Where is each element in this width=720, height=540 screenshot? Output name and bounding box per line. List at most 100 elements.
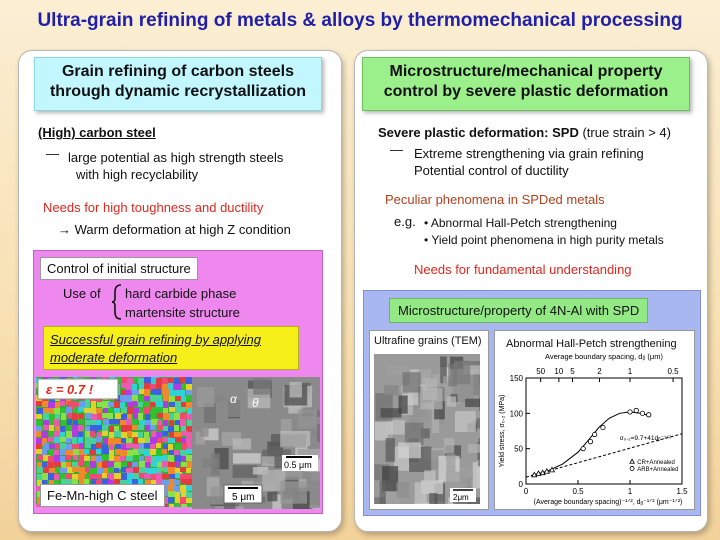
grain-cell	[97, 413, 105, 420]
grain-cell	[150, 402, 155, 410]
grain-cell	[49, 425, 54, 433]
grain-cell	[91, 444, 99, 450]
grain-cell	[103, 468, 108, 474]
grain-cell	[97, 425, 102, 430]
tem-patch	[272, 494, 282, 509]
tem-patch	[465, 398, 480, 408]
tem-patch	[402, 372, 421, 393]
grain-cell	[181, 402, 186, 410]
grain-cell	[187, 420, 194, 427]
tem-patch	[398, 442, 421, 459]
grain-cell	[186, 377, 192, 385]
alpha-label: α	[230, 392, 238, 406]
grain-cell	[139, 456, 144, 462]
sub-label: Microstructure/property of 4N-Al with SP…	[389, 298, 649, 323]
grain-cell	[109, 419, 116, 424]
potential-line2: with high recyclability	[76, 167, 199, 182]
grain-cell	[132, 462, 138, 467]
grain-cell	[55, 402, 60, 410]
grain-cell	[133, 455, 141, 460]
grain-cell	[138, 449, 145, 454]
grain-cell	[175, 396, 182, 403]
y-tick-label: 0	[519, 480, 524, 489]
grain-cell	[186, 479, 194, 485]
grain-cell	[151, 456, 157, 463]
grain-cell	[115, 449, 122, 455]
grain-cell	[156, 450, 164, 456]
grain-cell	[48, 462, 53, 469]
y-tick-label: 100	[510, 409, 524, 418]
grain-cell	[145, 425, 152, 431]
grain-cell	[144, 377, 151, 383]
grain-cell	[36, 426, 42, 431]
tem-patch	[396, 481, 410, 498]
tem-patch	[445, 471, 468, 491]
grain-cell	[174, 432, 181, 437]
grain-cell	[43, 420, 49, 427]
grain-cell	[162, 378, 169, 385]
grain-cell	[79, 443, 84, 451]
grain-cell	[139, 467, 146, 474]
grain-cell	[150, 395, 156, 403]
data-point-arb	[587, 439, 594, 445]
data-point-arb	[580, 446, 586, 452]
tem-patch	[385, 438, 395, 462]
x-tick-label: 1.5	[676, 487, 688, 496]
bullet-1-text: Abnormal Hall-Petch strengthening	[430, 216, 617, 230]
grain-cell	[61, 462, 67, 470]
tem-patch	[420, 387, 443, 410]
grain-cell	[186, 474, 192, 479]
grain-cell	[186, 402, 192, 410]
grain-cell	[85, 401, 90, 408]
grain-cell	[169, 479, 176, 485]
grain-cell	[163, 408, 168, 415]
grain-cell	[60, 437, 67, 442]
grain-cell	[126, 468, 133, 474]
grain-cell	[60, 474, 66, 481]
tem-patch	[267, 491, 278, 502]
grain-cell	[84, 408, 92, 413]
tem-patch	[463, 365, 480, 375]
grain-cell	[168, 467, 176, 474]
tem-patch	[261, 456, 283, 467]
grain-cell	[54, 419, 59, 427]
scale-small-label: 0.5 μm	[284, 460, 312, 470]
grain-cell	[102, 444, 108, 452]
grain-cell	[85, 467, 90, 472]
grain-cell	[151, 480, 157, 487]
grain-cell	[79, 455, 85, 462]
grain-cell	[126, 390, 131, 397]
grain-cell	[138, 413, 143, 420]
grain-cell	[67, 413, 75, 418]
grain-cell	[187, 503, 194, 507]
grain-cell	[169, 390, 175, 397]
grain-cell	[36, 486, 43, 492]
grain-cell	[97, 432, 102, 440]
grain-cell	[132, 479, 138, 486]
tem-patch	[222, 398, 246, 417]
grain-cell	[151, 468, 158, 474]
grain-cell	[139, 473, 147, 478]
grain-cell	[168, 378, 173, 383]
grain-cell	[162, 485, 170, 493]
grain-cell	[132, 401, 137, 406]
grain-cell	[102, 425, 108, 433]
grain-cell	[139, 461, 146, 468]
grain-cell	[36, 444, 41, 449]
grain-cell	[144, 401, 151, 409]
grain-cell	[43, 443, 49, 450]
peculiar-phenomena: Peculiar phenomena in SPDed metals	[385, 192, 605, 207]
grain-cell	[175, 461, 180, 467]
tem-patch	[404, 422, 424, 445]
grain-cell	[150, 384, 156, 391]
tem-patch	[232, 438, 252, 450]
grain-cell	[144, 432, 149, 439]
grain-cell	[78, 432, 83, 438]
tem-patch	[431, 407, 440, 434]
grain-cell	[180, 450, 188, 456]
tem-al-scale: 2μm	[453, 493, 469, 502]
grain-cell	[162, 389, 170, 395]
grain-cell	[180, 419, 186, 427]
grain-cell	[43, 455, 50, 461]
grain-cell	[138, 432, 143, 439]
